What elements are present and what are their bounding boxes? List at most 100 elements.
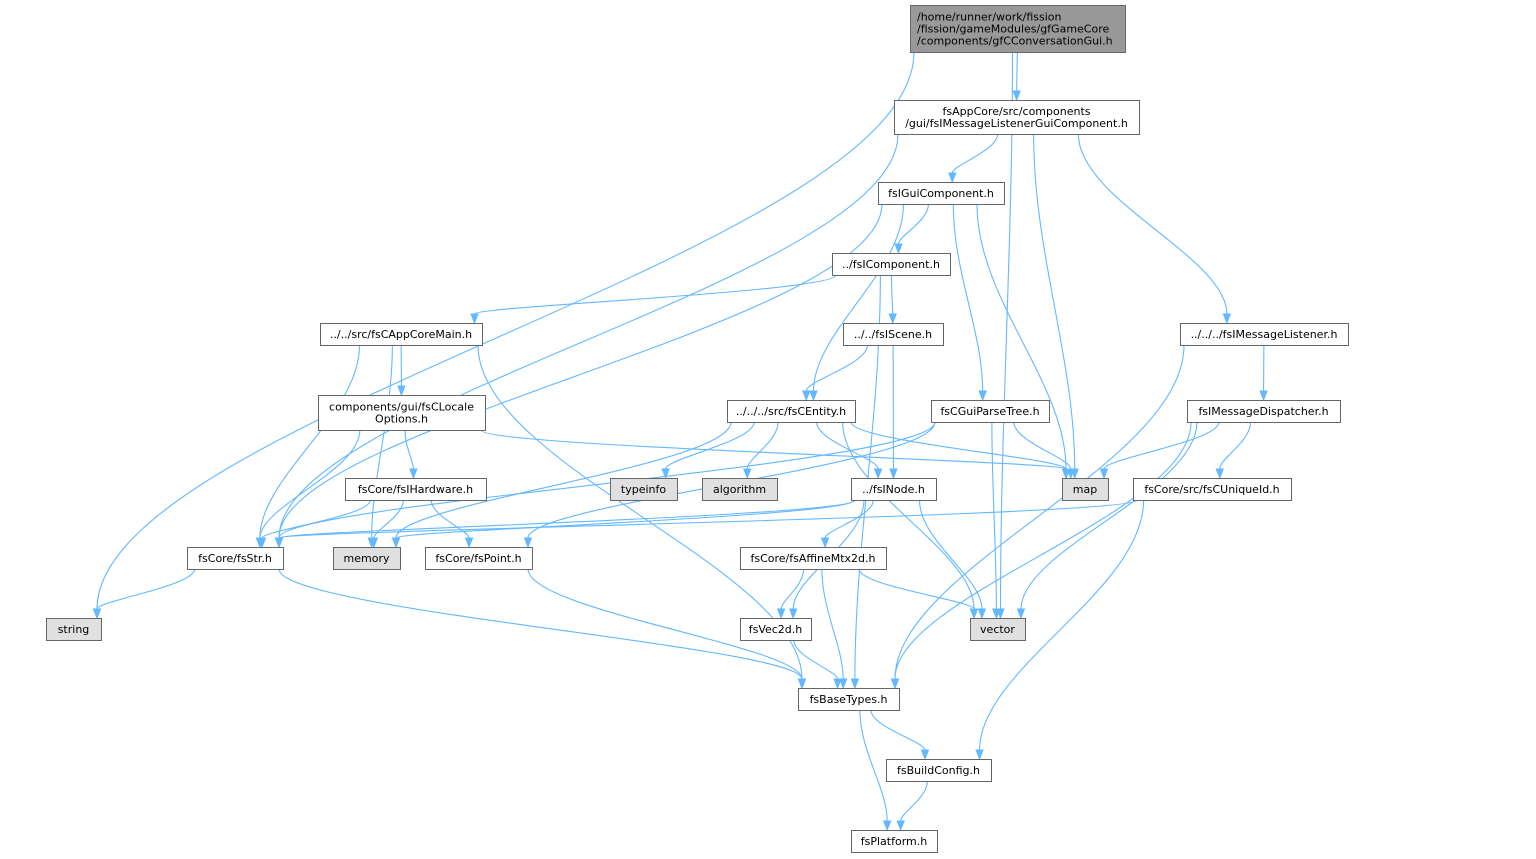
edge-line [999, 51, 1014, 610]
edge-line [278, 499, 856, 539]
arrowhead [257, 537, 267, 549]
arrowhead [274, 537, 284, 549]
node-msgdispatcher[interactable]: fsIMessageDispatcher.h [1187, 400, 1341, 423]
node-centity[interactable]: ../../../src/fsCEntity.h [727, 400, 856, 423]
edge-centity-to-inode [816, 421, 883, 480]
node-box [878, 182, 1005, 205]
node-label: memory [344, 552, 390, 565]
edge-guicomp-to-centity [809, 203, 905, 402]
edge-fsstr-to-basetypes [278, 568, 807, 690]
node-box [970, 618, 1026, 641]
edge-line [259, 344, 361, 539]
edge-inode-to-fsstr [274, 499, 856, 549]
edge-line [665, 421, 755, 470]
node-ihardware[interactable]: fsCore/fsIHardware.h [345, 478, 487, 501]
node-parsetree[interactable]: fsCGuiParseTree.h [931, 400, 1050, 423]
edge-line [976, 203, 1067, 470]
node-label: ../../../src/fsCEntity.h [736, 405, 846, 418]
edge-line [812, 203, 905, 392]
node-uniqueid[interactable]: fsCore/src/fsCUniqueId.h [1133, 478, 1292, 501]
arrowhead [850, 678, 860, 690]
edge-line [278, 499, 1138, 539]
node-appcoremain[interactable]: ../../src/fsCAppCoreMain.h [320, 323, 483, 346]
edge-line [395, 499, 856, 539]
edge-line [951, 133, 999, 174]
edge-line [259, 429, 361, 539]
arrowhead [391, 537, 401, 549]
node-icomp[interactable]: ../fsIComponent.h [832, 253, 951, 276]
node-buildconfig[interactable]: fsBuildConfig.h [886, 759, 992, 782]
node-label: string [58, 623, 90, 636]
edge-line [824, 499, 874, 539]
node-box [320, 323, 483, 346]
node-iscene[interactable]: ../../fsIScene.h [843, 323, 944, 346]
node-box [843, 323, 944, 346]
node-box [931, 400, 1050, 423]
edge-line [1020, 421, 1198, 610]
edge-appcoremain-to-memory [367, 344, 393, 549]
edge-parsetree-to-map [1013, 421, 1075, 480]
edge-affine-to-basetypes [821, 568, 848, 690]
arrowhead [1016, 608, 1026, 620]
node-label: /fission/gameModules/gfGameCore [917, 23, 1109, 36]
node-box [610, 478, 678, 501]
node-vec2d[interactable]: fsVec2d.h [740, 618, 812, 641]
node-box [1180, 323, 1349, 346]
node-imsglistener[interactable]: ../../../fsIMessageListener.h [1180, 323, 1349, 346]
node-label: fsCore/fsAffineMtx2d.h [750, 552, 875, 565]
node-platform[interactable]: fsPlatform.h [851, 830, 938, 853]
node-label: fsPlatform.h [861, 835, 927, 848]
edge-line [96, 51, 915, 610]
node-box [851, 830, 938, 853]
node-guicomp[interactable]: fsIGuiComponent.h [878, 182, 1005, 205]
edge-ihardware-to-memory [369, 499, 404, 549]
edge-line [430, 499, 470, 539]
edge-line [1033, 133, 1076, 470]
arrowhead [1099, 468, 1109, 480]
node-msglistenergui[interactable]: fsAppCore/src/components/gui/fsIMessageL… [894, 100, 1140, 135]
node-affine[interactable]: fsCore/fsAffineMtx2d.h [740, 547, 887, 570]
node-box [798, 688, 900, 711]
edge-line [278, 133, 899, 539]
node-label: fsCore/fsIHardware.h [358, 483, 473, 496]
edge-affine-to-vector [858, 568, 979, 620]
node-basetypes[interactable]: fsBaseTypes.h [798, 688, 900, 711]
arrowhead [894, 243, 903, 255]
edge-line [890, 274, 894, 315]
arrowhead [888, 313, 897, 325]
node-label: algorithm [713, 483, 766, 496]
edge-localeopts-to-ihardware [404, 429, 418, 480]
edge-line [805, 344, 869, 392]
edge-msgdispatcher-to-vector [1016, 421, 1198, 620]
edges-layer [92, 51, 1268, 832]
edge-line [371, 344, 393, 539]
edge-localeopts-to-map [480, 429, 1071, 480]
node-fsstr[interactable]: fsCore/fsStr.h [187, 547, 284, 570]
node-inode[interactable]: ../fsINode.h [851, 478, 937, 501]
edge-line [894, 421, 1192, 680]
node-box [318, 395, 486, 431]
node-box [740, 618, 812, 641]
node-fspoint[interactable]: fsCore/fsPoint.h [425, 547, 533, 570]
arrowhead [470, 313, 479, 325]
edge-ihardware-to-fspoint [430, 499, 474, 549]
edge-line [96, 568, 196, 610]
arrowhead [1215, 468, 1224, 480]
edge-appcoremain-to-localeopts [397, 344, 406, 397]
edge-line [952, 203, 984, 392]
arrowhead [523, 537, 533, 549]
arrowhead [873, 468, 883, 480]
arrowhead [1012, 90, 1021, 102]
edge-root-to-string [92, 51, 915, 620]
node-memory: memory [333, 547, 401, 570]
node-box [910, 5, 1126, 53]
node-string: string [46, 618, 102, 641]
node-label: fsBaseTypes.h [810, 693, 888, 706]
edge-msgdispatcher-to-uniqueid [1215, 421, 1252, 480]
edge-vec2d-to-basetypes [793, 639, 842, 690]
node-label: components/gui/fsCLocale [329, 401, 474, 414]
edge-line [1016, 51, 1018, 92]
edge-line [991, 421, 997, 610]
